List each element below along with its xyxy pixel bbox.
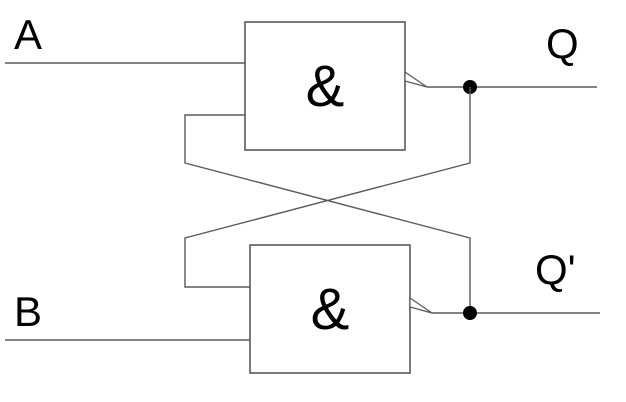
top-gate-box <box>244 21 406 151</box>
output-qbar-label: Q' <box>535 246 576 293</box>
top-gate-symbol: & <box>306 54 345 119</box>
output-q-label: Q <box>546 20 579 67</box>
qbar-junction-dot <box>463 306 477 320</box>
input-b-label: B <box>14 288 42 335</box>
bottom-gate-symbol: & <box>311 277 350 342</box>
bottom-gate-box <box>249 244 411 374</box>
feedback-qbar-to-top-gate-wire <box>184 114 471 313</box>
input-a-label: A <box>14 11 42 58</box>
feedback-q-to-bottom-gate-wire <box>184 87 471 288</box>
bottom-gate-inversion-wedge <box>409 296 433 314</box>
top-gate-inversion-wedge <box>404 70 428 88</box>
